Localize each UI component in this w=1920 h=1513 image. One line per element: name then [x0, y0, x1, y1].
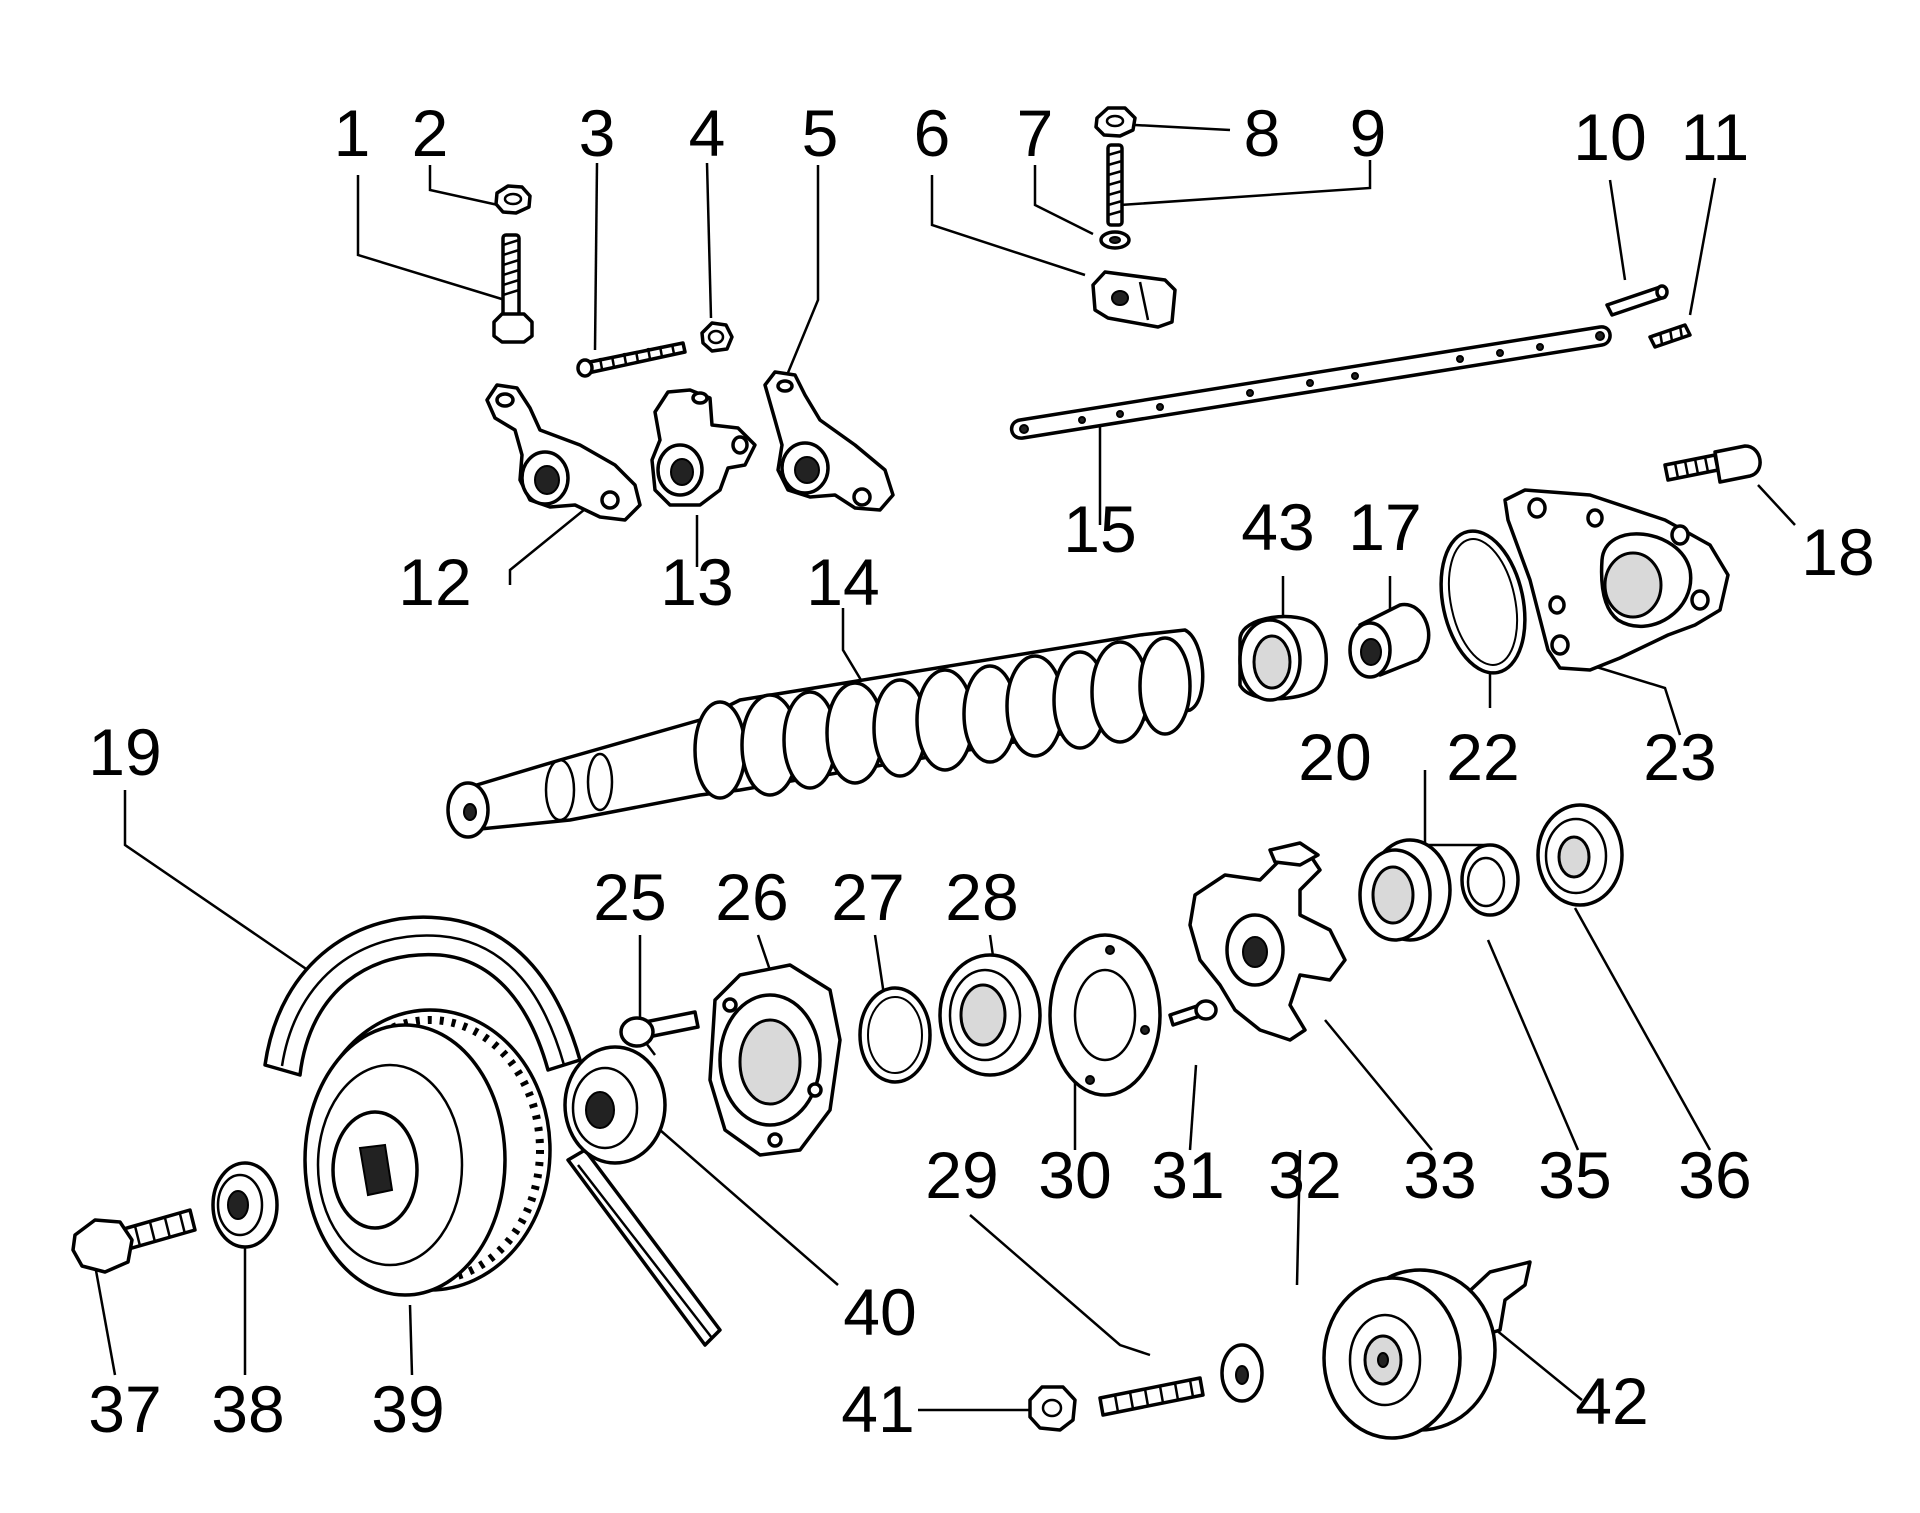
nut-part-8 — [1094, 106, 1137, 138]
washer-part-38 — [211, 1161, 279, 1249]
stud-part-9 — [1106, 143, 1124, 227]
callout-10: 10 — [1573, 100, 1646, 174]
housing-part-26 — [708, 963, 842, 1157]
callout-37: 37 — [88, 1372, 161, 1446]
washer-part-32 — [1220, 1343, 1264, 1403]
screw-part-31 — [1168, 999, 1218, 1027]
bearing-part-20 — [1358, 838, 1452, 942]
callout-6: 6 — [914, 96, 951, 170]
callout-28: 28 — [945, 860, 1018, 934]
stud-part-29 — [1098, 1376, 1205, 1417]
callout-20: 20 — [1298, 720, 1371, 794]
callout-23: 23 — [1643, 720, 1716, 794]
rocker-arm-part-5 — [763, 370, 895, 512]
nut-part-2 — [494, 184, 532, 215]
bearing-part-28 — [938, 953, 1042, 1077]
callout-38: 38 — [211, 1372, 284, 1446]
bolt-part-1 — [492, 233, 534, 344]
callout-41: 41 — [841, 1372, 914, 1446]
callout-43: 43 — [1241, 490, 1314, 564]
pulley-part-39 — [303, 1008, 552, 1297]
bearing-part-36 — [1536, 803, 1624, 907]
nut-part-4 — [700, 321, 734, 353]
callout-14: 14 — [806, 545, 879, 619]
callout-32: 32 — [1268, 1138, 1341, 1212]
callout-18: 18 — [1801, 515, 1874, 589]
callout-25: 25 — [593, 860, 666, 934]
block-part-6 — [1091, 270, 1177, 329]
callout-19: 19 — [88, 715, 161, 789]
rocker-shaft-part-15 — [1010, 325, 1612, 440]
bolt-part-18 — [1663, 444, 1762, 484]
callout-30: 30 — [1038, 1138, 1111, 1212]
o-ring-part-22 — [1439, 529, 1527, 675]
bushing-part-17 — [1348, 603, 1431, 679]
callout-17: 17 — [1348, 490, 1421, 564]
callout-33: 33 — [1403, 1138, 1476, 1212]
bolt-part-25 — [619, 1010, 700, 1048]
callout-5: 5 — [802, 96, 839, 170]
nut-part-41 — [1028, 1385, 1077, 1432]
rocker-support-part-13 — [650, 388, 757, 507]
callout-42: 42 — [1575, 1364, 1648, 1438]
ring-part-35 — [1460, 843, 1520, 917]
callout-40: 40 — [843, 1275, 916, 1349]
callout-26: 26 — [715, 860, 788, 934]
callout-7: 7 — [1017, 96, 1054, 170]
o-ring-part-27 — [858, 986, 932, 1084]
callout-11: 11 — [1681, 100, 1750, 174]
flange-part-23 — [1503, 488, 1730, 672]
callout-3: 3 — [579, 96, 616, 170]
pin-part-11 — [1648, 323, 1692, 349]
callout-8: 8 — [1244, 96, 1281, 170]
bearing-part-43 — [1238, 614, 1328, 702]
callout-29: 29 — [925, 1138, 998, 1212]
callout-36: 36 — [1678, 1138, 1751, 1212]
callout-labels: 1 2 3 4 5 6 7 8 9 10 11 12 13 14 15 17 1… — [88, 96, 1874, 1446]
seal-part-40 — [563, 1045, 667, 1165]
callout-27: 27 — [831, 860, 904, 934]
tensioner-part-42 — [1322, 1260, 1532, 1440]
callout-1: 1 — [334, 96, 371, 170]
callout-31: 31 — [1151, 1138, 1224, 1212]
callout-39: 39 — [371, 1372, 444, 1446]
rocker-arm-part-12 — [485, 383, 642, 522]
callout-13: 13 — [660, 545, 733, 619]
flange-part-30 — [1048, 933, 1162, 1097]
callout-15: 15 — [1063, 492, 1136, 566]
bolt-part-37 — [71, 1208, 197, 1274]
camshaft-part-14 — [446, 628, 1205, 839]
washer-part-7 — [1099, 230, 1131, 250]
timing-belt-part-19 — [263, 915, 722, 1347]
screw-part-3 — [576, 341, 687, 378]
callout-12: 12 — [398, 545, 471, 619]
pin-part-10 — [1605, 284, 1669, 317]
impeller-part-33 — [1188, 841, 1347, 1042]
callout-22: 22 — [1446, 720, 1519, 794]
callout-2: 2 — [412, 96, 449, 170]
callout-9: 9 — [1350, 96, 1387, 170]
callout-35: 35 — [1538, 1138, 1611, 1212]
callout-4: 4 — [689, 96, 726, 170]
